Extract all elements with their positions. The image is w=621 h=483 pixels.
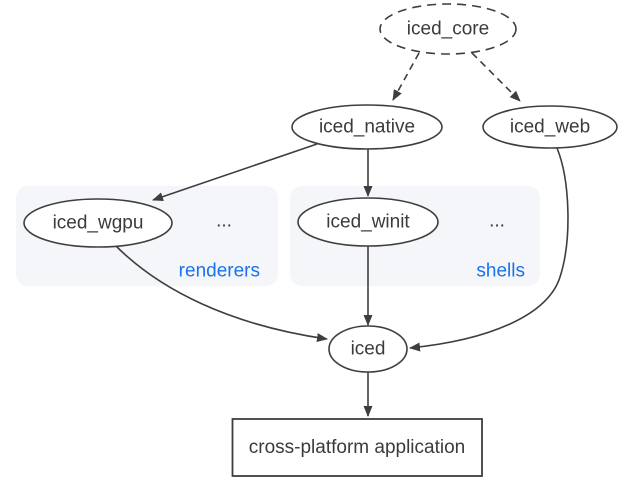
node-iced-wgpu bbox=[23, 198, 173, 248]
edge-iced-native-to-iced-wgpu bbox=[152, 143, 318, 202]
node-iced-winit-label: iced_winit bbox=[326, 212, 410, 233]
edge-iced-wgpu-to-iced bbox=[115, 245, 328, 343]
node-iced-wgpu-label: iced_wgpu bbox=[53, 213, 144, 234]
shells-group-label: shells bbox=[476, 261, 525, 282]
node-iced bbox=[328, 325, 408, 373]
shells-ellipsis-label: ... bbox=[489, 211, 505, 232]
renderers-group-label: renderers bbox=[179, 261, 260, 282]
edge-iced-web-to-iced bbox=[409, 147, 569, 352]
node-iced-winit bbox=[297, 197, 439, 247]
node-iced-native bbox=[291, 104, 443, 150]
edge-iced-core-to-iced-web bbox=[471, 52, 521, 102]
node-iced-native-label: iced_native bbox=[319, 117, 415, 138]
edge-iced-core-to-iced-native bbox=[392, 52, 420, 101]
node-iced-core bbox=[379, 3, 517, 55]
node-cross-platform-application-label: cross-platform application bbox=[249, 437, 465, 458]
node-iced-web-label: iced_web bbox=[510, 117, 590, 138]
node-iced-web bbox=[482, 105, 618, 149]
renderers-ellipsis-label: ... bbox=[216, 211, 232, 232]
node-cross-platform-application bbox=[231, 418, 483, 477]
node-iced-core-label: iced_core bbox=[407, 19, 489, 40]
node-iced-label: iced bbox=[351, 339, 386, 360]
